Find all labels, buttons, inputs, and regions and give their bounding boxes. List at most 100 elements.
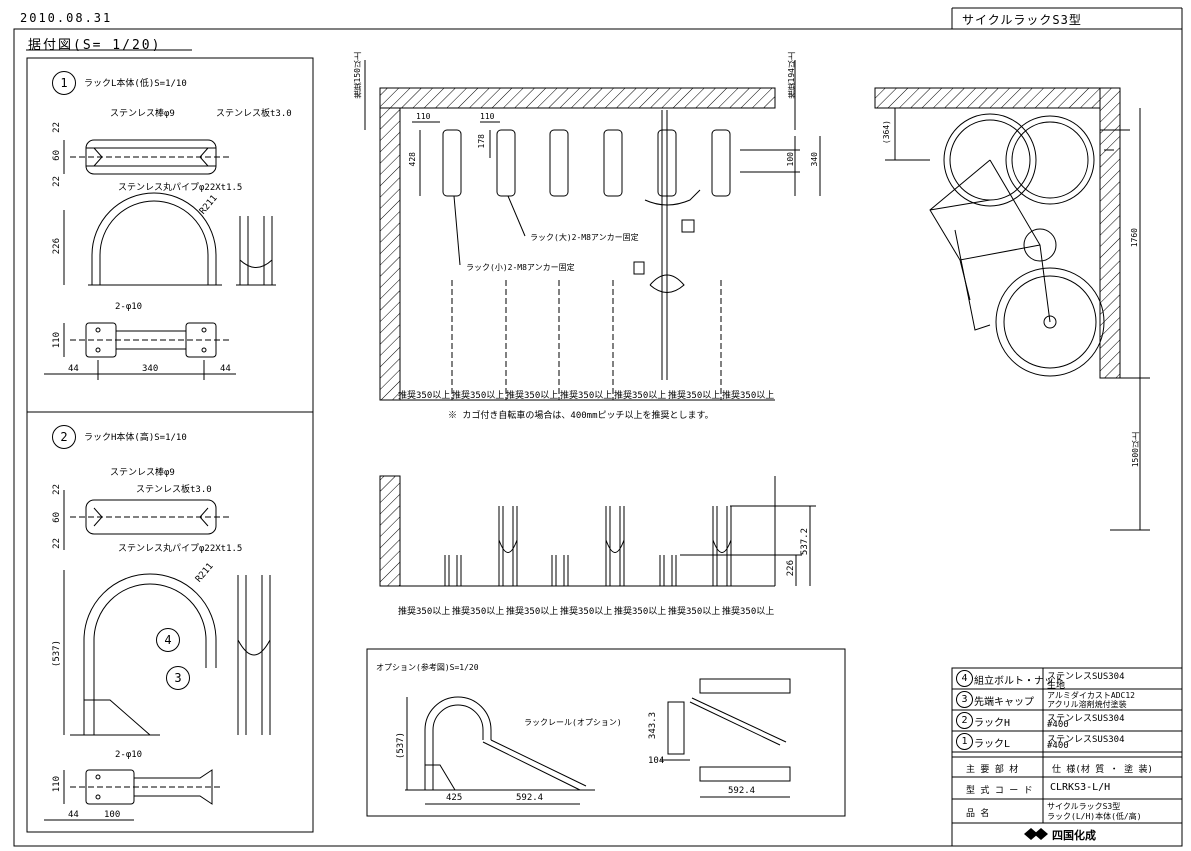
panel1-dim-44a: 44 [68, 364, 79, 374]
panel2-holes: 2-φ10 [115, 750, 143, 760]
panel1-rod-label: ステンレス棒φ9 [110, 109, 175, 119]
option-rail-label: ラックレール(オプション) [524, 718, 622, 727]
side-dim-1760: 1760 [1130, 228, 1139, 248]
plan-note: ※ カゴ付き自転車の場合は、400mmピッチ以上を推奨とします。 [448, 411, 714, 421]
plan-rec-top-left: 推奨150以上 [353, 52, 362, 99]
option-dim-592b: 592.4 [728, 786, 756, 796]
plan-label-large: ラック(大)2-M8アンカー固定 [530, 233, 639, 242]
part3-spec1: アルミダイカストADC12 [1047, 691, 1136, 700]
option-dim-537: (537) [396, 732, 406, 760]
panel1-number-circle: 1 [52, 71, 76, 95]
plan-rec-top-right: 推奨194以上 [787, 52, 796, 99]
elev-pitch-5: 推奨350以上 [614, 607, 667, 617]
panel1-dim-base-h: 110 [52, 332, 62, 349]
panel2-base-view [44, 769, 220, 821]
part3-spec2: アクリル溶剤焼付塗装 [1047, 700, 1127, 709]
plan-pitch-1: 推奨350以上 [398, 391, 451, 401]
elev-pitch-4: 推奨350以上 [560, 607, 613, 617]
elev-pitch-2: 推奨350以上 [452, 607, 505, 617]
panel1-dim-44b: 44 [220, 364, 231, 374]
part3-number: 3 [956, 691, 973, 708]
plan-pitch-3: 推奨350以上 [506, 391, 559, 401]
tb-model-value: CLRKS3-L/H [1050, 782, 1111, 793]
side-dim-364: (364) [882, 120, 891, 145]
panel2-dim-height: (537) [52, 640, 62, 668]
panel2-top-view [63, 490, 232, 550]
panel1-dim-60: 60 [52, 150, 62, 161]
option-dim-104: 104 [648, 756, 665, 766]
panel1-plate-label: ステンレス板t3.0 [216, 109, 292, 119]
company-name: 四国化成 [1052, 829, 1096, 842]
panel2-front-view [63, 570, 271, 736]
company-logo-mark [1024, 828, 1048, 840]
plan-dim-178: 178 [477, 134, 486, 149]
panel2-callout-4: 4 [156, 628, 180, 652]
plan-pitch-5: 推奨350以上 [614, 391, 667, 401]
elev-dim-537: 537.2 [800, 528, 810, 556]
part4-name: 組立ボルト・ナット [974, 676, 1064, 687]
panel2-dim-44: 44 [68, 810, 79, 820]
part2-number: 2 [956, 712, 973, 729]
elev-pitch-7: 推奨350以上 [722, 607, 775, 617]
part1-number: 1 [956, 733, 973, 750]
plan-dim-110b: 110 [480, 112, 495, 121]
panel2-title: ラックH本体(高)S=1/10 [84, 433, 187, 443]
plan-dim-100: 100 [786, 152, 795, 167]
plan-label-small: ラック(小)2-M8アンカー固定 [466, 263, 575, 272]
panel1-dim-340: 340 [142, 364, 159, 374]
panel2-plate-label: ステンレス板t3.0 [136, 485, 212, 495]
plan-pitch-2: 推奨350以上 [452, 391, 505, 401]
panel1-dim-height: 226 [52, 238, 62, 255]
part2-name: ラックH [974, 718, 1011, 729]
elev-dim-226: 226 [786, 560, 796, 577]
part4-spec2: 生地 [1047, 681, 1066, 691]
elevation-view [379, 475, 816, 587]
panel2-dim-22a: 22 [52, 484, 62, 495]
panel2-dim-60: 60 [52, 512, 62, 523]
panel1-dim-22a: 22 [52, 122, 62, 133]
plan-view [364, 60, 821, 401]
option-view [366, 648, 846, 817]
panel1-base-view [44, 322, 236, 380]
tb-model-label: 型 式 コ ー ド [966, 786, 1033, 796]
panel2-callout-3: 3 [166, 666, 190, 690]
panel1-title: ラックL本体(低)S=1/10 [84, 79, 187, 89]
part2-spec2: #400 [1047, 720, 1069, 730]
option-dim-592a: 592.4 [516, 793, 544, 803]
tb-header-left: 主 要 部 材 [966, 765, 1019, 775]
panel2-rod-label: ステンレス棒φ9 [110, 468, 175, 478]
side-dim-1500: 1500以上 [1131, 432, 1140, 468]
panel1-top-view [63, 139, 232, 175]
panel1-pipe-label: ステンレス丸パイプφ22Xt1.5 [118, 183, 243, 193]
panel2-number-circle: 2 [52, 425, 76, 449]
elev-pitch-6: 推奨350以上 [668, 607, 721, 617]
part3-name: 先端キャップ [974, 697, 1034, 708]
panel2-dim-100: 100 [104, 810, 121, 820]
tb-name-label: 品 名 [966, 809, 990, 819]
drawing-border [13, 28, 1183, 847]
part1-spec2: #400 [1047, 741, 1069, 751]
tb-name-value2: ラック(L/H)本体(低/高) [1047, 812, 1142, 821]
plan-dim-428: 428 [408, 152, 417, 167]
part1-spec1: ステンレスSUS304 [1047, 735, 1125, 745]
panel2-pipe-label: ステンレス丸パイプφ22Xt1.5 [118, 544, 243, 554]
drawing-title: 据付図(S= 1/20) [28, 38, 162, 53]
option-dim-343: 343.3 [648, 712, 658, 740]
option-title: オプション(参考図)S=1/20 [376, 663, 479, 672]
part1-name: ラックL [974, 739, 1011, 750]
part4-number: 4 [956, 670, 973, 687]
part4-spec1: ステンレスSUS304 [1047, 672, 1125, 682]
drawing-date: 2010.08.31 [20, 11, 113, 25]
plan-dim-110a: 110 [416, 112, 431, 121]
option-dim-425: 425 [446, 793, 463, 803]
panel1-dim-22b: 22 [52, 176, 62, 187]
elev-pitch-1: 推奨350以上 [398, 607, 451, 617]
title-block [951, 667, 1183, 847]
panel2-dim-base-h: 110 [52, 776, 62, 793]
part2-spec1: ステンレスSUS304 [1047, 714, 1125, 724]
plan-dim-340: 340 [810, 152, 819, 167]
product-title: サイクルラックS3型 [962, 13, 1082, 27]
panel1-front-view [63, 192, 276, 286]
plan-pitch-6: 推奨350以上 [668, 391, 721, 401]
